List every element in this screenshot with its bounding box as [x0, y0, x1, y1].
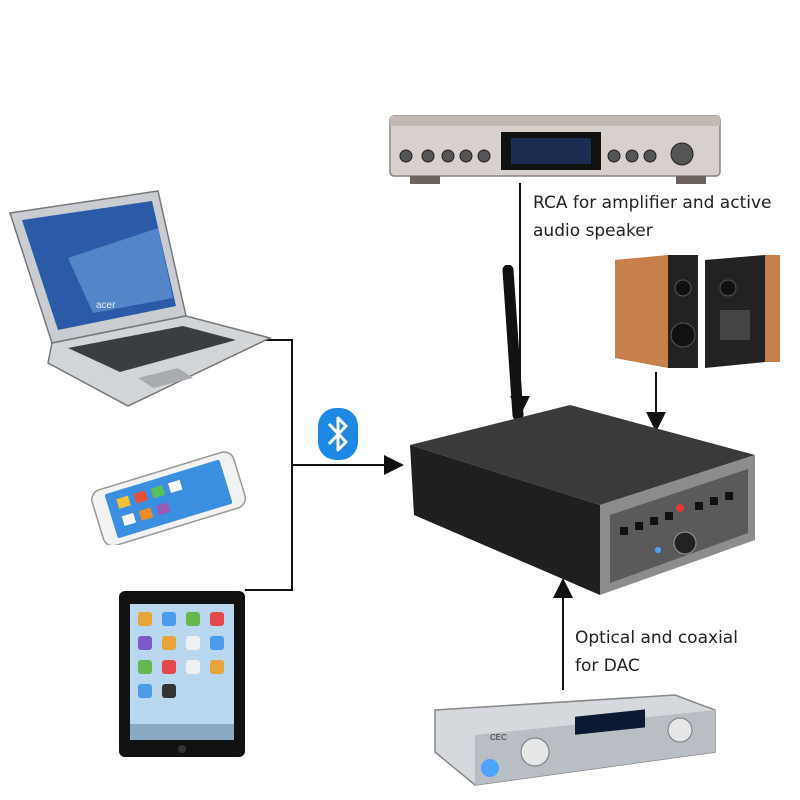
dac-brand-text: CEC [490, 733, 507, 742]
bluetooth-icon [318, 408, 358, 460]
optical-label-line-1: Optical and coaxial [575, 628, 738, 648]
optical-label-line-2: for DAC [575, 656, 640, 676]
rca-label-line-1: RCA for amplifier and active [533, 193, 772, 213]
laptop-icon: acer [9, 190, 273, 407]
speakers-icon [615, 255, 780, 368]
laptop-brand-text: acer [96, 300, 116, 311]
dac-icon: CEC [434, 694, 716, 786]
bluetooth-receiver-icon [410, 265, 755, 595]
tablet-icon [119, 591, 245, 757]
amplifier-icon [389, 115, 721, 184]
rca-label-line-2: audio speaker [533, 221, 653, 241]
smartphone-icon [91, 451, 247, 545]
